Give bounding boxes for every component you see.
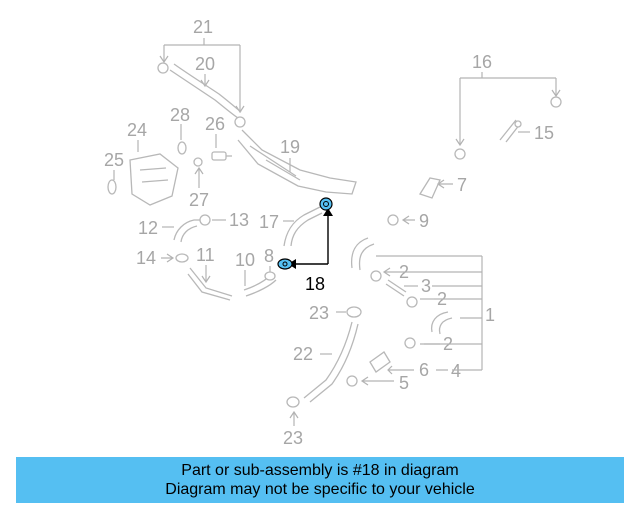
callout-4: 4 <box>451 361 461 381</box>
callout-25: 25 <box>104 150 124 170</box>
callout-20: 20 <box>195 54 215 74</box>
callout-14: 14 <box>136 248 156 268</box>
callout-1: 1 <box>485 305 495 325</box>
callout-27: 27 <box>189 190 209 210</box>
callout-10: 10 <box>235 250 255 270</box>
clamp-18-upper[interactable] <box>319 197 333 211</box>
callout-6: 6 <box>419 360 429 380</box>
callout-5: 5 <box>399 373 409 393</box>
callout-22: 22 <box>293 344 313 364</box>
info-banner: Part or sub-assembly is #18 in diagram D… <box>16 457 624 503</box>
banner-line-1: Part or sub-assembly is #18 in diagram <box>181 462 459 479</box>
callout-21: 21 <box>193 17 213 37</box>
callout-19: 19 <box>280 137 300 157</box>
leader-18 <box>288 208 333 269</box>
parts-artwork <box>107 62 562 408</box>
callout-23a: 23 <box>309 303 329 323</box>
callout-26: 26 <box>205 114 225 134</box>
clamp-18-lower[interactable] <box>277 258 293 270</box>
callout-23b: 23 <box>283 428 303 448</box>
callout-28: 28 <box>170 105 190 125</box>
callout-24: 24 <box>127 120 147 140</box>
callout-12: 12 <box>138 218 158 238</box>
callout-8: 8 <box>264 246 274 266</box>
callout-9: 9 <box>419 211 429 231</box>
callout-15: 15 <box>534 123 554 143</box>
callout-3: 3 <box>421 276 431 296</box>
callout-16: 16 <box>472 52 492 72</box>
part-18-highlight[interactable] <box>277 197 333 270</box>
leader-lines <box>113 38 561 426</box>
callout-18: 18 <box>305 274 325 294</box>
callout-11: 11 <box>196 245 215 265</box>
parts-diagram: 21 20 28 26 24 25 27 19 16 15 7 9 17 12 … <box>104 17 562 448</box>
callout-13: 13 <box>229 210 249 230</box>
callout-17: 17 <box>259 212 279 232</box>
callout-7: 7 <box>457 175 467 195</box>
banner-line-2: Diagram may not be specific to your vehi… <box>165 481 475 498</box>
